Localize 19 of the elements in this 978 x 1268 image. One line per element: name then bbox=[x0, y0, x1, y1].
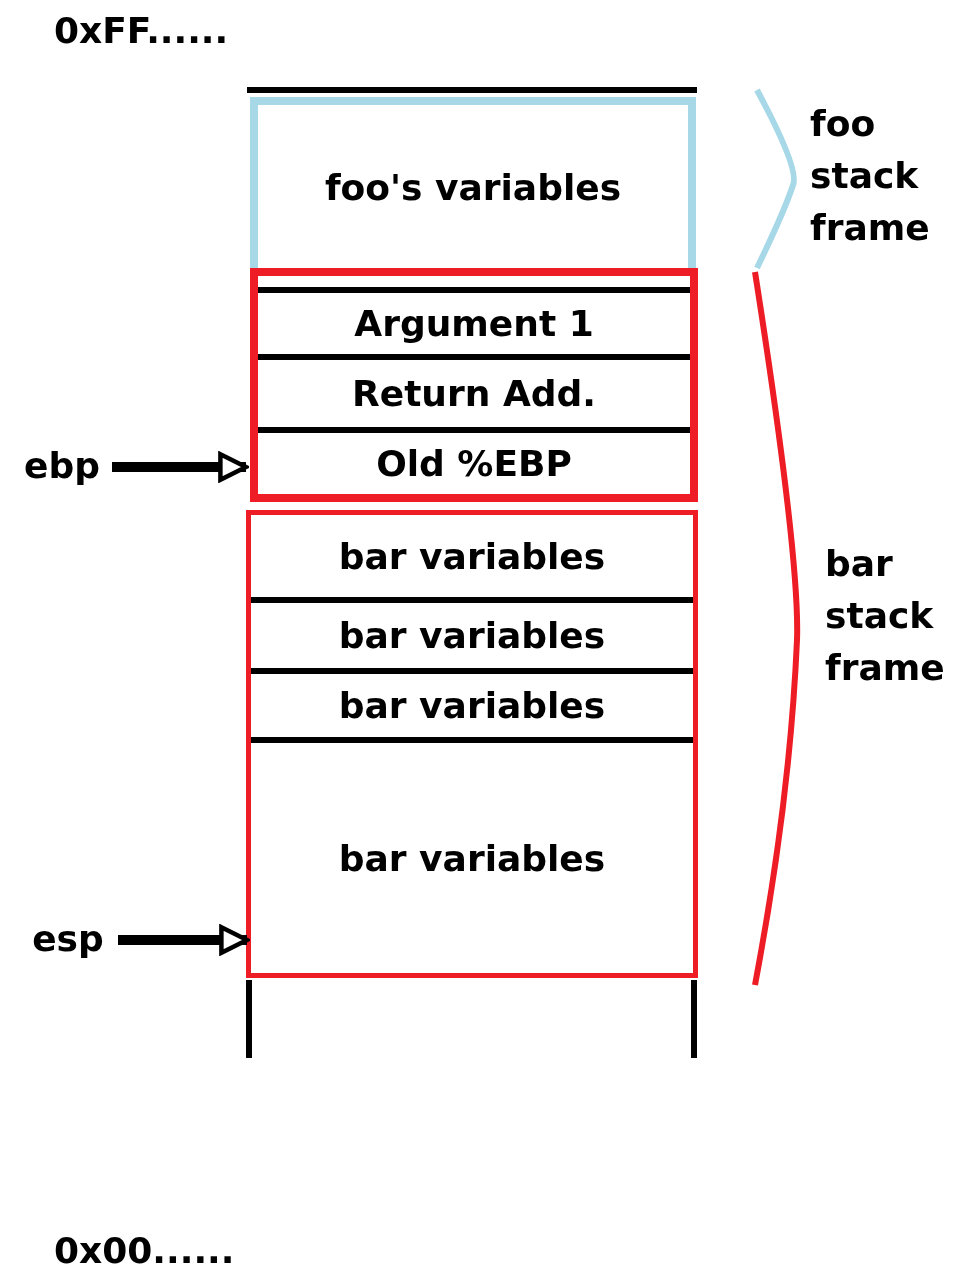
slot-label: bar variables bbox=[338, 685, 606, 726]
pointer-label: esp bbox=[32, 917, 104, 959]
slot-label: Old %EBP bbox=[376, 443, 572, 484]
pointer-label: ebp bbox=[24, 444, 100, 486]
pointer-arrow bbox=[118, 924, 250, 956]
slot-label: bar variables bbox=[338, 615, 606, 656]
pointer-arrow bbox=[112, 451, 249, 483]
slot-label: Argument 1 bbox=[354, 303, 594, 344]
frame-box bbox=[250, 268, 698, 502]
frame-label: bar stack frame bbox=[825, 542, 945, 691]
slot-label: Return Add. bbox=[352, 373, 596, 414]
slot-label: foo's variables bbox=[324, 166, 622, 208]
slot-label: bar variables bbox=[338, 535, 606, 577]
frame-box bbox=[250, 97, 696, 269]
address-label: 0xFF...... bbox=[54, 9, 229, 53]
frame-label: foo stack frame bbox=[810, 102, 930, 251]
frame-box bbox=[246, 510, 698, 978]
slot-label: bar variables bbox=[338, 837, 606, 879]
address-label: 0x00...... bbox=[54, 1229, 235, 1268]
